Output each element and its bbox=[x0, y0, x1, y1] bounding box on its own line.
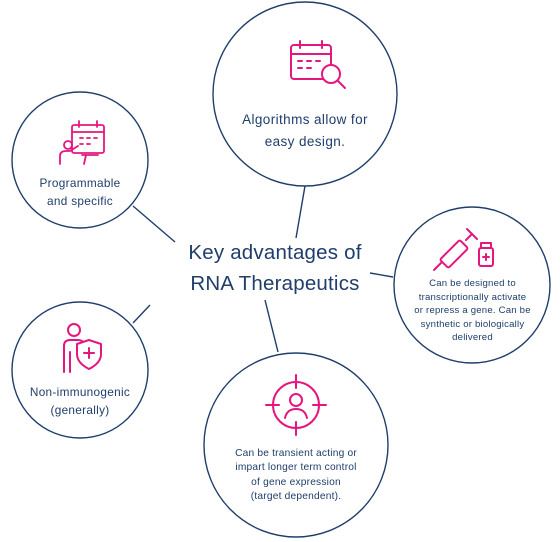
label-line: impart longer term control bbox=[235, 462, 357, 474]
title-line: Key advantages of bbox=[188, 241, 362, 264]
non-immunogenic-label: Non-immunogenic (generally) bbox=[20, 383, 140, 419]
label-line: Can be transient acting or bbox=[235, 448, 357, 459]
label-line: Programmable bbox=[39, 176, 121, 190]
title-line: RNA Therapeutics bbox=[190, 272, 360, 295]
label-line: or repress a gene. Can be bbox=[414, 305, 531, 317]
circle-algorithms bbox=[212, 1, 398, 187]
connector-designed bbox=[369, 272, 394, 278]
target-person-icon bbox=[265, 374, 327, 436]
diagram-title: Key advantages of RNA Therapeutics bbox=[150, 237, 400, 299]
circle-non-immunogenic bbox=[11, 301, 149, 439]
label-line: synthetic or biologically bbox=[420, 318, 525, 330]
algorithms-label: Algorithms allow for easy design. bbox=[235, 109, 375, 153]
presenter-calendar-icon bbox=[59, 120, 105, 165]
connector-transient bbox=[264, 299, 279, 353]
circle-designed bbox=[393, 206, 551, 364]
label-line: Algorithms allow for bbox=[242, 112, 368, 127]
label-line: (generally) bbox=[50, 403, 110, 417]
label-line: (target dependent). bbox=[250, 491, 342, 503]
label-line: Non-immunogenic bbox=[29, 385, 131, 399]
connector-programmable bbox=[132, 205, 176, 243]
syringe-vial-icon bbox=[433, 228, 494, 271]
person-shield-icon bbox=[63, 323, 102, 373]
connector-algorithms bbox=[295, 185, 306, 239]
transient-label: Can be transient acting or impart longer… bbox=[221, 447, 371, 505]
label-line: delivered bbox=[452, 332, 493, 344]
circle-programmable bbox=[11, 91, 149, 229]
designed-label: Can be designed to transcriptionally act… bbox=[410, 277, 535, 345]
label-line: easy design. bbox=[264, 134, 346, 149]
connector-non-immunogenic bbox=[132, 304, 151, 324]
label-line: transcriptionally activate bbox=[418, 291, 527, 303]
label-line: of gene expression bbox=[251, 476, 341, 488]
label-line: Can be designed to bbox=[429, 278, 516, 289]
label-line: and specific bbox=[47, 194, 113, 208]
circle-transient bbox=[203, 352, 389, 538]
calendar-search-icon bbox=[290, 40, 346, 89]
programmable-label: Programmable and specific bbox=[25, 174, 135, 210]
